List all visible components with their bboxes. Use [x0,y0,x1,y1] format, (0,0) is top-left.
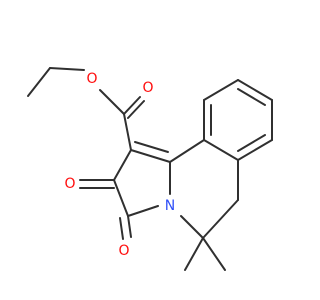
bond-c10b-c10a [169,139,205,163]
atom-o-ketone-3: O [118,243,129,259]
bond-c5-methyl-b [202,237,226,271]
bond-c3-o-double-b [119,217,124,240]
bond-c10-c9 [203,79,239,101]
bond-ccarbonyl-c1 [123,113,132,151]
bond-c3-n [127,205,159,217]
bond-ch3-ch2 [27,67,51,97]
atom-o-ester-carbonyl: O [142,80,153,96]
bond-c1-c2 [113,149,132,181]
bond-c7-c6a [237,139,273,161]
bond-c7-c6a-double-inner [237,134,266,152]
bonds [27,67,273,271]
bond-ccarbonyl-o-double-a [123,96,141,115]
bond-c1-c10b-double-b [134,141,169,153]
bond-ch2-o [49,67,85,71]
bond-c9-c8-double-a [237,79,273,101]
bond-c2-c3 [113,179,129,217]
atom-labels: O O O O N [64,71,175,259]
bond-c9-c8-double-b [237,88,266,106]
bond-c5-c6 [202,199,239,239]
atom-o-ketone-2: O [64,176,75,192]
bond-ccarbonyl-o-double-b [127,100,145,119]
bond-c3-o-double-a [127,215,132,238]
atom-o-ester: O [86,71,97,87]
bond-c6a-c10a [203,139,239,161]
atom-n-ring: N [165,198,175,214]
bond-n-c5 [180,215,204,239]
bond-c5-methyl-a [184,237,204,271]
bond-o-ccarbonyl [99,89,125,115]
chemical-structure-diagram: O O O O N [27,67,273,271]
bond-c1-c10b-double-a [130,149,171,163]
